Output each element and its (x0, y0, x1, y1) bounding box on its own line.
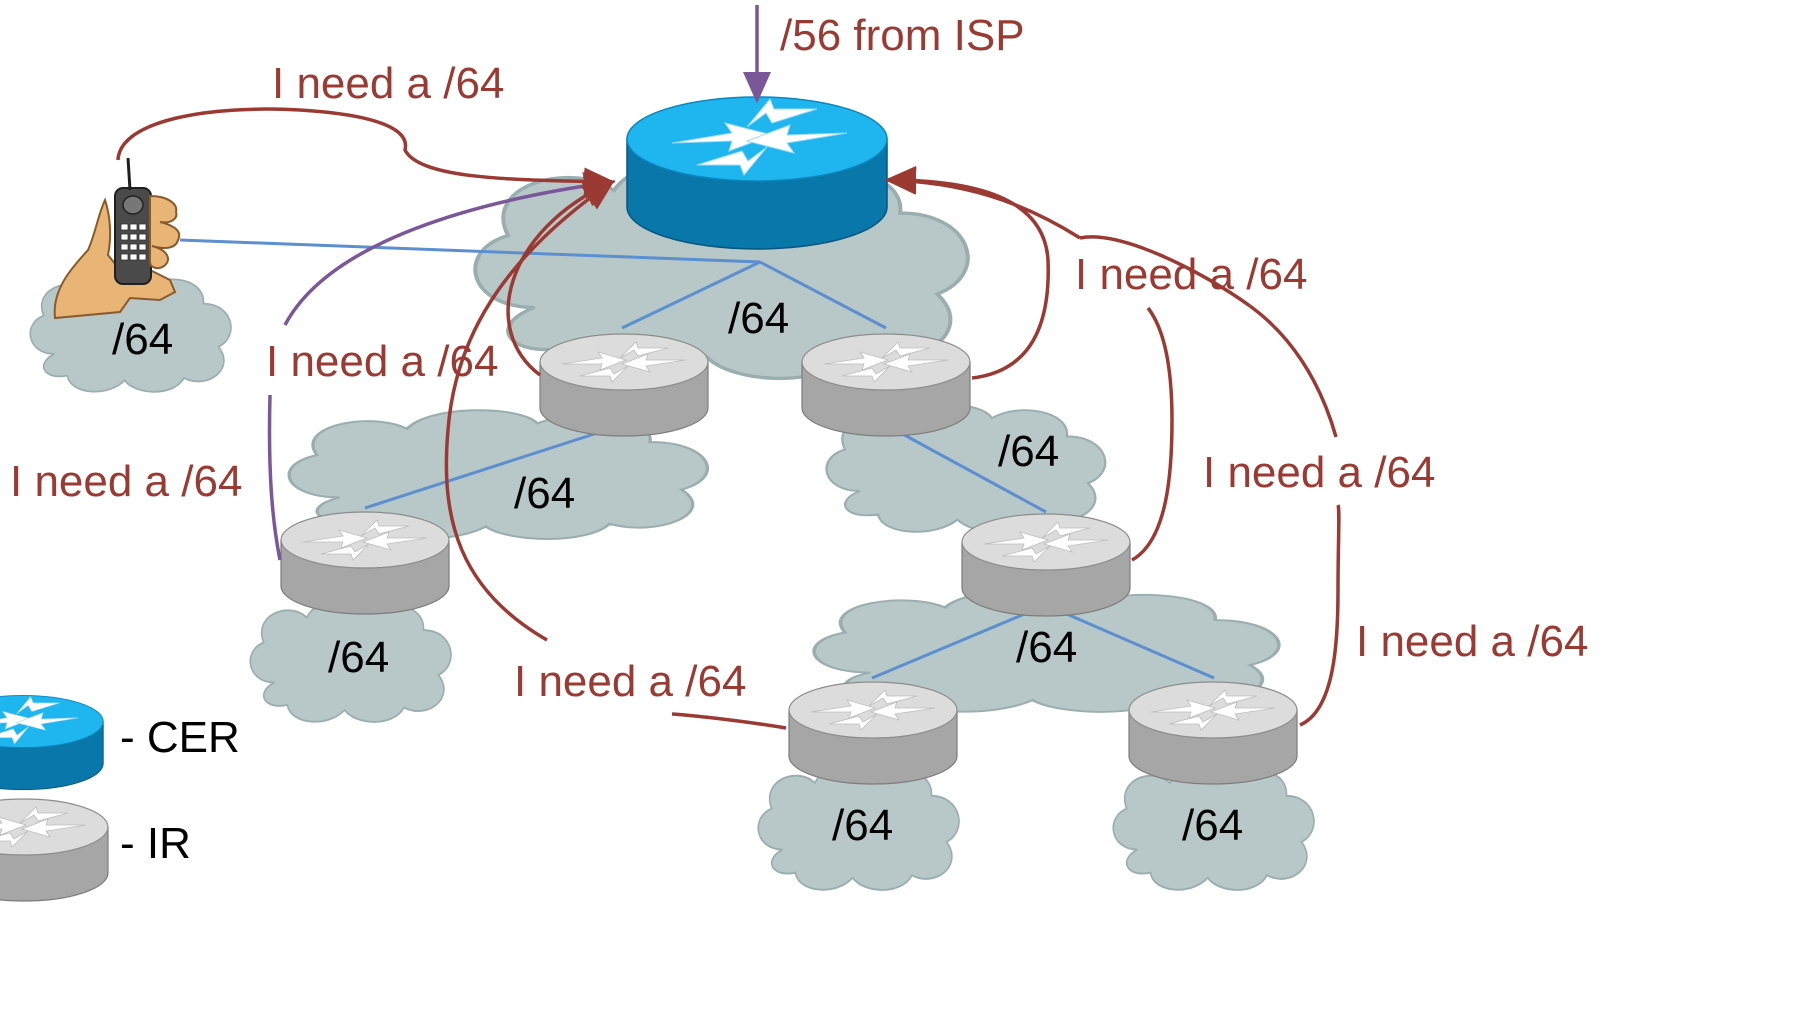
request-label-ir1: I need a /64 (266, 337, 498, 386)
request-arrow-ir1 (506, 180, 616, 377)
request-arrow-ir4 (1131, 306, 1174, 562)
request-label-phone: I need a /64 (272, 59, 504, 108)
ir-router-icon-1 (539, 333, 709, 437)
links (179, 238, 1215, 680)
ir-router-icon-3 (280, 511, 450, 615)
subnet-label-left-mid: /64 (514, 469, 575, 518)
mobile-phone-icon (53, 157, 181, 320)
subnet-label-phone: /64 (112, 315, 173, 364)
request-label-ir2: I need a /64 (1075, 250, 1307, 299)
legend-ir-label: - IR (120, 819, 191, 868)
link-cer-ir2 (759, 260, 887, 330)
request-arrow-ir5-tail (671, 712, 787, 730)
request-label-ir5: I need a /64 (514, 657, 746, 706)
subnet-label-bottom-2: /64 (1182, 801, 1243, 850)
ir-router-icon-2 (801, 333, 971, 437)
link-cer-ir1 (621, 260, 761, 330)
cer-router-icon (626, 96, 888, 250)
request-arrow-phone (116, 107, 616, 196)
request-label-ir6: I need a /64 (1356, 617, 1588, 666)
legend-cer-label: - CER (120, 713, 240, 762)
subnet-label-right-lower: /64 (1016, 623, 1077, 672)
subnet-label-right-mid: /64 (998, 427, 1059, 476)
ir-router-icon-5 (788, 681, 958, 785)
delegation-arrows (267, 5, 771, 561)
isp-label: /56 from ISP (780, 11, 1025, 60)
link-ir1-ir3 (364, 423, 623, 510)
link-ir4-ir5 (871, 603, 1047, 680)
ir-router-icon-6 (1128, 681, 1298, 785)
purple-arrow-left (267, 394, 282, 561)
request-arrow-ir3 (444, 179, 615, 642)
request-arrow-merge-top (884, 166, 1081, 240)
legend-ir-router-icon (0, 798, 109, 902)
link-cer-phone (179, 238, 761, 264)
request-arrow-ir6-top (1079, 235, 1252, 308)
purple-arrow-top (283, 171, 616, 326)
request-arrow-ir6-upper (1248, 304, 1338, 438)
link-ir4-ir6 (1045, 603, 1215, 680)
request-arrow-ir6-lower (1299, 504, 1341, 727)
legend: - CER - IR (0, 694, 240, 902)
subnet-label-left-bottom: /64 (328, 633, 389, 682)
legend-cer-router-icon (0, 694, 104, 791)
request-arrow-ir2 (884, 166, 1050, 380)
link-ir2-ir4 (885, 423, 1047, 514)
request-label-ir3: I need a /64 (10, 457, 242, 506)
subnet-label-core: /64 (728, 294, 789, 343)
ir-router-icon-4 (961, 513, 1131, 617)
request-label-ir4: I need a /64 (1203, 448, 1435, 497)
subnet-label-bottom-1: /64 (832, 801, 893, 850)
request-arrows (116, 107, 1341, 730)
